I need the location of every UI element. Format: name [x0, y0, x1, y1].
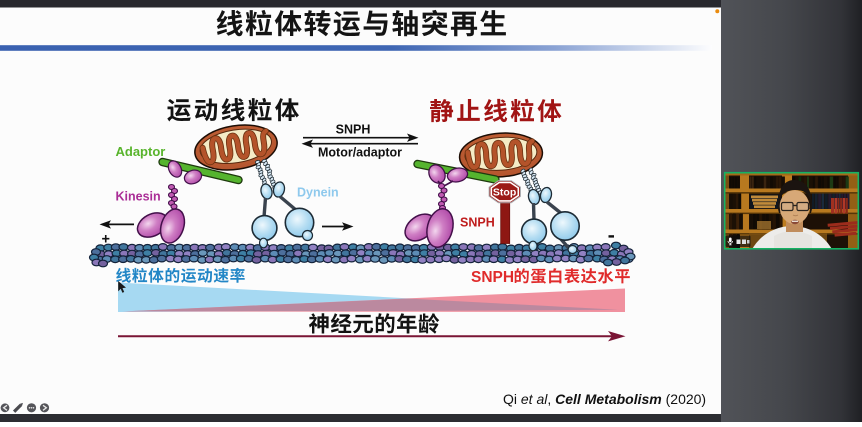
svg-text:+: +	[102, 231, 110, 247]
svg-text:Stop: Stop	[493, 186, 516, 198]
svg-text:SNPH: SNPH	[336, 123, 371, 137]
svg-text:SNPH: SNPH	[471, 269, 514, 286]
svg-text:Adaptor: Adaptor	[116, 144, 166, 159]
svg-text:Motor/adaptor: Motor/adaptor	[318, 145, 402, 159]
svg-text:Kinesin: Kinesin	[116, 190, 161, 204]
svg-text:Dynein: Dynein	[297, 186, 339, 200]
svg-text:SNPH: SNPH	[460, 215, 495, 229]
svg-text:Qi et al, Cell Metabolism (202: Qi et al, Cell Metabolism (2020)	[503, 391, 706, 407]
